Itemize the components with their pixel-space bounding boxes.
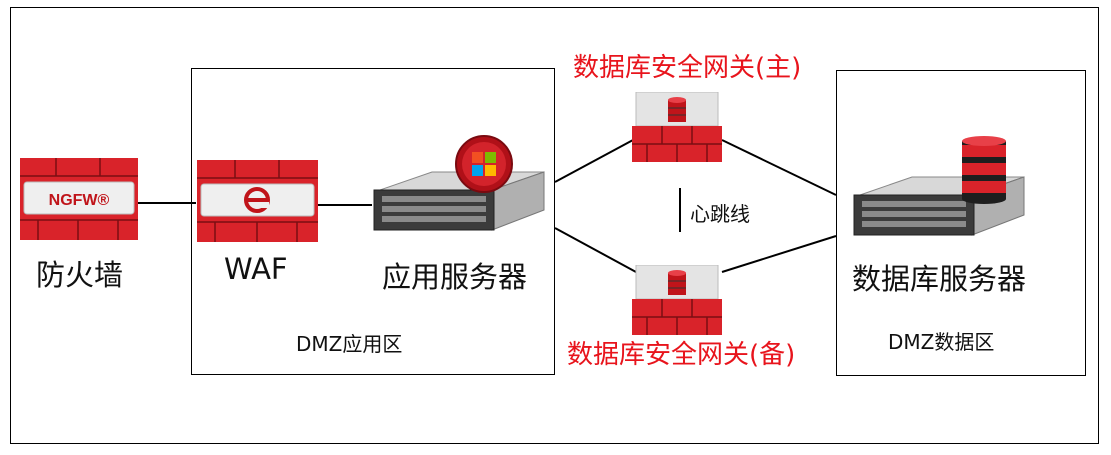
ngfw-badge: NGFW® bbox=[49, 192, 110, 209]
link-app-gw-primary bbox=[554, 139, 634, 183]
app-server-label: 应用服务器 bbox=[382, 260, 528, 294]
db-server-label: 数据库服务器 bbox=[852, 262, 1027, 296]
dmz-db-label: DMZ数据区 bbox=[888, 330, 995, 354]
link-gw-backup-db bbox=[721, 235, 837, 273]
firewall-icon: NGFW® bbox=[20, 158, 138, 240]
database-icon bbox=[668, 270, 686, 295]
ie-logo-icon bbox=[244, 187, 270, 213]
database-icon bbox=[668, 97, 686, 122]
link-app-gw-backup bbox=[554, 227, 637, 273]
firewall-label: 防火墙 bbox=[36, 258, 124, 292]
dmz-db-zone bbox=[836, 70, 1086, 376]
gateway-primary-label: 数据库安全网关(主) bbox=[573, 53, 802, 83]
dmz-app-label: DMZ应用区 bbox=[296, 332, 403, 356]
gateway-primary-icon bbox=[632, 92, 722, 162]
windows-logo-icon bbox=[455, 135, 513, 193]
diagram-frame bbox=[10, 7, 1099, 444]
gateway-backup-label: 数据库安全网关(备) bbox=[567, 340, 796, 370]
dmz-app-zone bbox=[191, 68, 555, 375]
db-server-icon bbox=[853, 136, 1025, 236]
database-stack-icon bbox=[962, 136, 1006, 204]
link-gw-primary-db bbox=[721, 139, 837, 196]
waf-label: WAF bbox=[224, 252, 288, 286]
gateway-backup-icon bbox=[632, 265, 722, 335]
waf-icon bbox=[197, 160, 318, 242]
app-server-icon bbox=[373, 135, 545, 231]
heartbeat-label: 心跳线 bbox=[690, 202, 750, 226]
